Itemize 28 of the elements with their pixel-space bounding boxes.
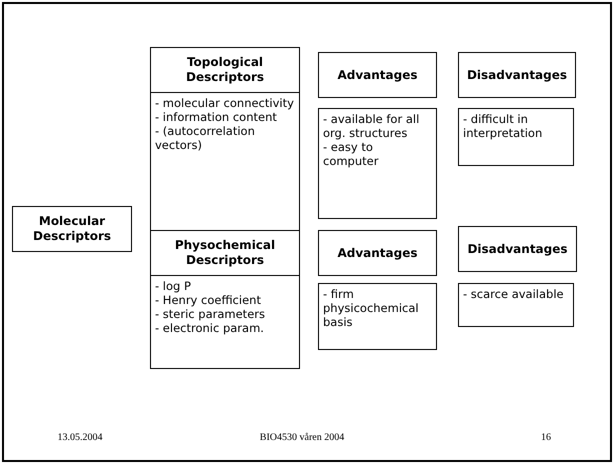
list-item: - easy to computer: [323, 140, 380, 168]
list-item: - steric parameters: [155, 307, 266, 321]
list-item: - log P: [155, 279, 192, 293]
heading-box: Advantages: [318, 230, 437, 276]
list-item: - (autocorrelation vectors): [155, 124, 256, 152]
text-box: [150, 275, 300, 369]
heading-box: Disadvantages: [458, 52, 576, 98]
date-text: 13.05.2004: [58, 432, 102, 443]
footer-text: BIO4530 våren 2004: [260, 432, 344, 443]
list-item: - molecular connectivity: [155, 96, 295, 110]
list-item: - electronic param.: [155, 321, 265, 335]
heading-box: Molecular Descriptors: [12, 206, 132, 252]
heading-box: Physochemical Descriptors: [150, 230, 300, 276]
list-item: - information content: [155, 110, 278, 124]
text-box: [458, 108, 574, 166]
list-item: - difficult in interpretation: [463, 112, 544, 140]
list-item: - available for all org. structures: [323, 112, 420, 140]
list-item: - Henry coefficient: [155, 293, 262, 307]
list-item: - scarce available: [463, 287, 565, 301]
heading-box: Topological Descriptors: [150, 47, 300, 93]
text-box: [458, 283, 574, 327]
page-number: 16: [541, 432, 551, 443]
text-box: [318, 283, 437, 350]
heading-box: Advantages: [318, 52, 437, 98]
text-box: [318, 108, 437, 219]
list-item: - firm physicochemical basis: [323, 287, 420, 329]
heading-box: Disadvantages: [458, 226, 577, 272]
text-box: [150, 92, 300, 231]
